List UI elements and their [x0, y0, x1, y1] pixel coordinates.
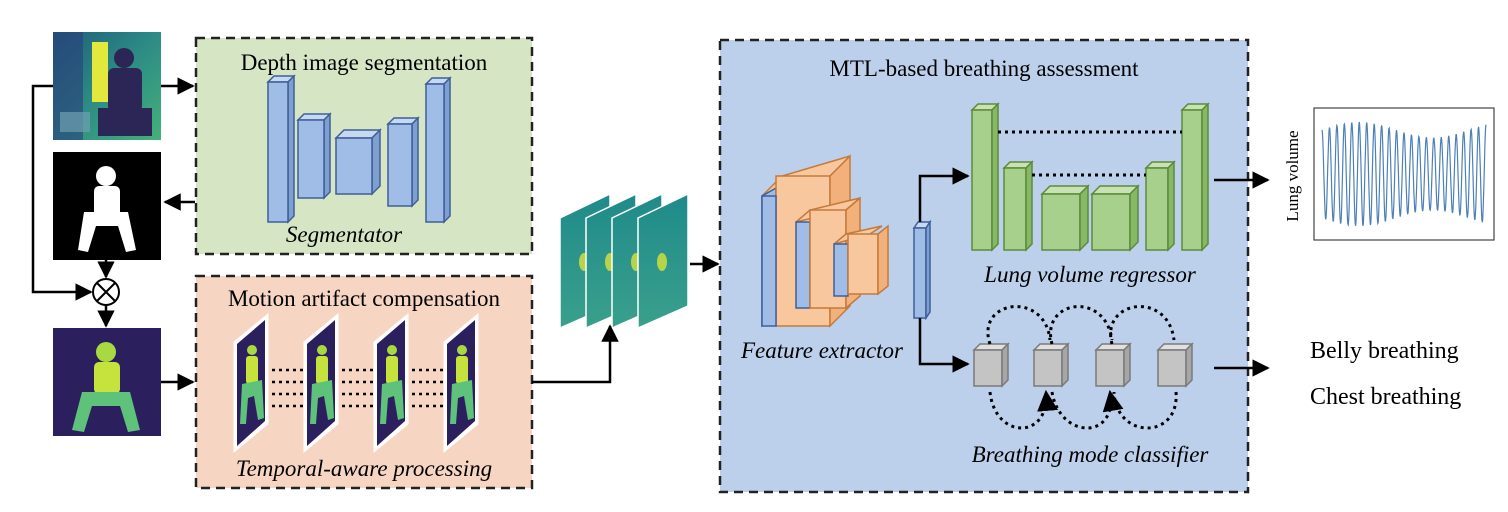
lung-volume-waveform: [1321, 121, 1487, 228]
output-connectors: [1214, 171, 1270, 377]
processed-frame-stack: [559, 192, 689, 330]
lung-volume-axis-label: Lung volume: [1283, 130, 1302, 221]
segmentator-network: [266, 74, 452, 224]
branch-connectors: [918, 167, 970, 373]
raw-depth-image: [53, 32, 161, 140]
temporal-frame: [233, 312, 269, 454]
temporal-frame: [303, 312, 339, 454]
temporal-caption: Temporal-aware processing: [236, 456, 492, 481]
motion-title: Motion artifact compensation: [228, 286, 501, 311]
lung-volume-regressor-network: [970, 102, 1210, 252]
temporal-frames: [233, 312, 479, 454]
temporal-dotted-links: [272, 368, 446, 408]
multiply-operator: [92, 278, 120, 306]
feature-extractor-network: [761, 154, 889, 328]
belly-breathing-label: Belly breathing: [1310, 338, 1459, 364]
temporal-frame: [373, 312, 409, 454]
segmentation-title: Depth image segmentation: [241, 50, 488, 75]
processed-frame: [637, 192, 689, 330]
classifier-caption: Breathing mode classifier: [972, 442, 1210, 467]
skip-connections: [998, 130, 1182, 177]
feature-vector: [912, 219, 932, 321]
regressor-caption: Lung volume regressor: [983, 262, 1197, 287]
temporal-frame: [443, 312, 479, 454]
masked-depth-image: [53, 328, 161, 436]
breathing-mode-classifier-network: [972, 342, 1194, 388]
feature-extractor-caption: Feature extractor: [740, 338, 904, 363]
mtl-title: MTL-based breathing assessment: [829, 56, 1139, 81]
lung-volume-plot: Lung volume: [1283, 107, 1495, 241]
recurrent-links: [986, 305, 1178, 430]
middle-connectors: [532, 255, 720, 384]
chest-breathing-label: Chest breathing: [1310, 384, 1461, 410]
segmentation-mask-image: [53, 152, 161, 260]
segmentator-caption: Segmentator: [286, 222, 403, 247]
left-connectors: [31, 77, 195, 391]
